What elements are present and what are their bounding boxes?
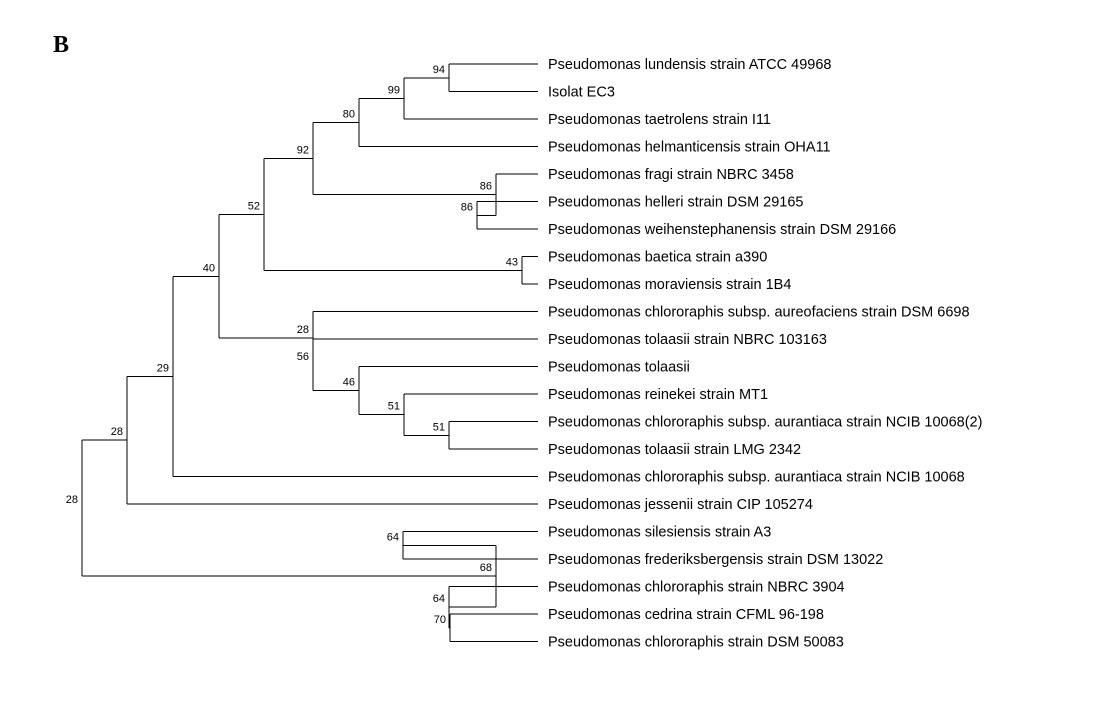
taxon-label: Pseudomonas weihenstephanensis strain DS… xyxy=(548,222,896,238)
taxon-label: Isolat EC3 xyxy=(548,85,615,101)
bootstrap-value: 28 xyxy=(297,324,309,336)
bootstrap-value: 43 xyxy=(506,256,518,268)
panel-label: B xyxy=(53,32,70,58)
taxon-label: Pseudomonas cedrina strain CFML 96-198 xyxy=(548,607,824,623)
taxon-label: Pseudomonas frederiksbergensis strain DS… xyxy=(548,552,883,568)
bootstrap-value: 70 xyxy=(434,614,446,626)
bootstrap-value: 64 xyxy=(387,531,399,543)
bootstrap-value: 86 xyxy=(480,181,492,193)
bootstrap-value: 51 xyxy=(433,421,445,433)
bootstrap-value: 28 xyxy=(66,494,78,506)
bootstrap-value: 29 xyxy=(157,362,169,374)
taxon-label: Pseudomonas chlororaphis subsp. aureofac… xyxy=(548,305,970,321)
taxon-label: Pseudomonas tolaasii xyxy=(548,360,690,376)
taxon-label: Pseudomonas silesiensis strain A3 xyxy=(548,525,771,541)
taxon-label: Pseudomonas jessenii strain CIP 105274 xyxy=(548,497,813,513)
bootstrap-value: 68 xyxy=(480,562,492,574)
bootstrap-value: 92 xyxy=(297,145,309,157)
bootstrap-value: 86 xyxy=(461,201,473,213)
bootstrap-value: 40 xyxy=(203,262,215,274)
taxon-label: Pseudomonas reinekei strain MT1 xyxy=(548,387,768,403)
bootstrap-value: 94 xyxy=(433,64,445,76)
bootstrap-value: 99 xyxy=(388,84,400,96)
bootstrap-value: 28 xyxy=(111,426,123,438)
bootstrap-value: 80 xyxy=(343,108,355,120)
taxon-label: Pseudomonas baetica strain a390 xyxy=(548,250,767,266)
taxon-label: Pseudomonas tolaasii strain NBRC 103163 xyxy=(548,332,827,348)
bootstrap-value: 52 xyxy=(248,200,260,212)
tree-branches xyxy=(81,63,538,642)
bootstrap-values: 28 28 29 40 52 92 80 99 94 86 86 43 28 56 46 51 51 68 64 64… xyxy=(66,64,518,626)
bootstrap-value: 64 xyxy=(433,593,445,605)
taxon-label: Pseudomonas chlororaphis subsp. aurantia… xyxy=(548,470,965,486)
taxon-label: Pseudomonas taetrolens strain I11 xyxy=(548,112,771,128)
taxon-label: Pseudomonas helleri strain DSM 29165 xyxy=(548,195,804,211)
bootstrap-value: 51 xyxy=(388,401,400,413)
taxon-label: Pseudomonas fragi strain NBRC 3458 xyxy=(548,167,794,183)
taxon-label: Pseudomonas helmanticensis strain OHA11 xyxy=(548,140,831,156)
taxon-label: Pseudomonas chlororaphis strain NBRC 390… xyxy=(548,580,845,596)
taxon-label: Pseudomonas tolaasii strain LMG 2342 xyxy=(548,442,801,458)
taxon-label: Pseudomonas moraviensis strain 1B4 xyxy=(548,277,791,293)
taxon-label: Pseudomonas chlororaphis strain DSM 5008… xyxy=(548,635,844,651)
taxon-label: Pseudomonas lundensis strain ATCC 49968 xyxy=(548,57,831,73)
taxon-label: Pseudomonas chlororaphis subsp. aurantia… xyxy=(548,415,982,431)
bootstrap-value: 46 xyxy=(343,377,355,389)
taxon-labels: Pseudomonas lundensis strain ATCC 49968I… xyxy=(548,57,982,651)
bootstrap-value: 56 xyxy=(297,351,309,363)
